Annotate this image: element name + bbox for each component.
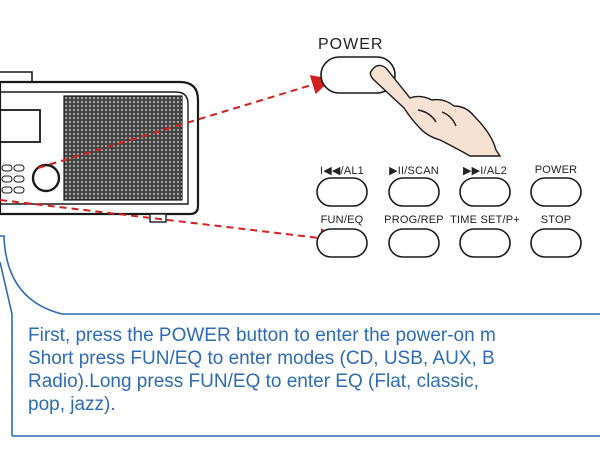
radio-display (0, 109, 41, 143)
speaker-holes (64, 96, 182, 200)
btn-next-al2 (459, 177, 511, 207)
arrow-to-funeq-button (0, 199, 340, 249)
instruction-text: First, press the POWER button to enter t… (28, 324, 600, 416)
power-callout-title: POWER (318, 36, 384, 53)
label-next-al2: ▶▶I/AL2 (462, 165, 507, 177)
instruction-line-1: First, press the POWER button to enter t… (28, 325, 496, 346)
radio-top-handle (0, 71, 33, 82)
label-stop: STOP (540, 214, 572, 226)
btn-play-scan (388, 177, 440, 207)
radio-mini-buttons (1, 164, 25, 194)
instruction-line-3: Radio).Long press FUN/EQ to enter EQ (Fl… (28, 371, 479, 392)
btn-prog-rep (388, 228, 440, 258)
radio-device (0, 71, 200, 223)
label-fun-eq: FUN/EQ (320, 214, 364, 226)
label-time-set: TIME SET/P+ (450, 214, 520, 226)
btn-power (530, 177, 582, 207)
label-prog-rep: PROG/REP (384, 214, 444, 226)
instruction-line-4: pop, jazz). (28, 394, 116, 415)
btn-fun-eq (316, 228, 368, 258)
button-row-2 (316, 228, 582, 258)
btn-prev-al1 (316, 177, 368, 207)
label-prev-al1: I◀◀/AL1 (319, 165, 364, 177)
btn-stop (530, 228, 582, 258)
pointing-hand-icon (369, 64, 502, 157)
arrow-to-power-button (37, 75, 332, 169)
label-power: POWER (534, 164, 578, 176)
label-play-scan: ▶II/SCAN (389, 165, 439, 177)
instruction-line-2: Short press FUN/EQ to enter modes (CD, U… (28, 348, 495, 369)
instruction-frame (0, 235, 600, 437)
button-row-1 (316, 177, 582, 207)
btn-time-set (459, 228, 511, 258)
radio-volume-knob (31, 163, 61, 193)
